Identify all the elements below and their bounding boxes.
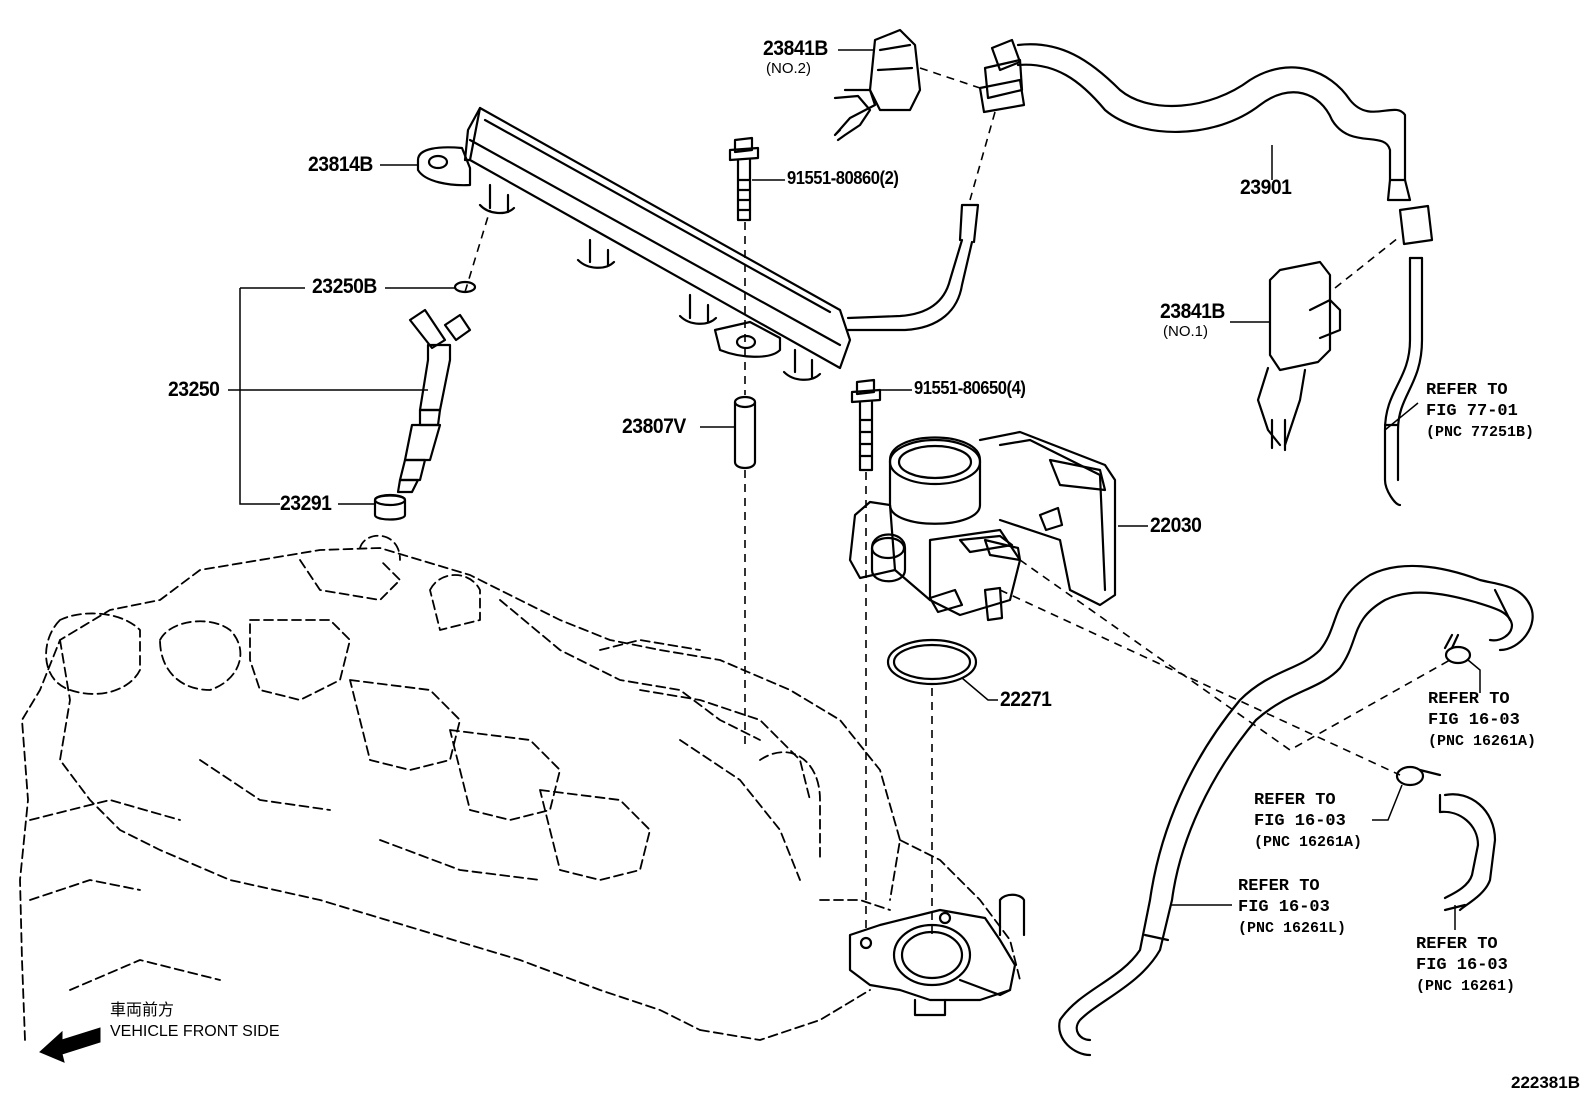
water-hose-short [1438,793,1497,912]
reference-fig-16-03-a-upper: REFER TO FIG 16-03 (PNC 16261A) [1428,689,1536,752]
part-label-23250: 23250 [168,378,220,401]
part-label-23291: 23291 [280,492,332,515]
part-label-23814b: 23814B [308,153,373,176]
reference-fig-16-03: REFER TO FIG 16-03 (PNC 16261) [1416,934,1515,997]
part-label-23807v: 23807V [622,415,686,438]
reference-pnc: (PNC 16261A) [1254,834,1363,851]
fuel-tube [978,38,1434,246]
reference-figure: FIG 16-03 [1428,711,1520,730]
vehicle-front-legend: 車両前方 VEHICLE FRONT SIDE [110,1000,280,1042]
reference-line: REFER TO [1254,791,1336,810]
spacer-23807v [733,395,757,470]
reference-line: REFER TO [1238,877,1320,896]
reference-figure: FIG 77-01 [1426,402,1518,421]
fuel-injector [396,280,477,494]
arrow-left-down-icon [39,1027,101,1063]
manifold-throttle-flange [848,893,1026,1017]
part-label-22271: 22271 [1000,688,1052,711]
reference-figure: FIG 16-03 [1254,812,1346,831]
throttle-gasket [886,638,978,686]
reference-fig-16-03-a-middle: REFER TO FIG 16-03 (PNC 16261A) [1254,790,1362,853]
fuel-tube-clip-no1 [1256,260,1342,452]
reference-line: REFER TO [1426,381,1508,400]
hose-clamp-upper [1443,633,1472,665]
reference-fig-77-01: REFER TO FIG 77-01 (PNC 77251B) [1426,380,1534,443]
vehicle-front-english: VEHICLE FRONT SIDE [110,1023,280,1040]
reference-pnc: (PNC 16261) [1416,978,1516,995]
bolt-91551-80650 [850,378,882,472]
reference-pnc: (PNC 16261A) [1428,733,1537,750]
fuel-tube-clip-no2 [833,28,922,142]
leader-lines [228,49,1481,930]
fuel-delivery-pipe [416,106,980,381]
throttle-body [848,430,1117,622]
part-qualifier-no2: (NO.2) [766,60,811,77]
part-label-23250b: 23250B [312,275,377,298]
intake-manifold-outline [19,534,1021,1041]
vapor-hose [1383,256,1424,507]
reference-pnc: (PNC 77251B) [1426,424,1535,441]
reference-pnc: (PNC 16261L) [1238,920,1347,937]
reference-figure: FIG 16-03 [1416,956,1508,975]
reference-line: REFER TO [1428,690,1510,709]
alignment-lines [464,67,1451,940]
hose-clamp-lower [1395,765,1442,787]
figure-number: 222381B [1510,1073,1580,1092]
injector-seal [373,493,407,521]
reference-fig-16-03-l: REFER TO FIG 16-03 (PNC 16261L) [1238,876,1346,939]
reference-figure: FIG 16-03 [1238,898,1330,917]
part-label-22030: 22030 [1150,514,1202,537]
reference-line: REFER TO [1416,935,1498,954]
part-label-23841b-no1: 23841B [1160,300,1225,323]
part-qualifier-no1: (NO.1) [1163,323,1208,340]
vehicle-front-japanese: 車両前方 [110,1002,175,1019]
bolt-91551-80860 [728,136,760,222]
part-label-23841b-no2: 23841B [763,37,828,60]
part-label-91551-80650: 91551-80650(4) [914,378,1026,398]
part-label-23901: 23901 [1240,176,1292,199]
part-label-91551-80860: 91551-80860(2) [787,168,899,188]
water-hose-long [1058,564,1534,1057]
